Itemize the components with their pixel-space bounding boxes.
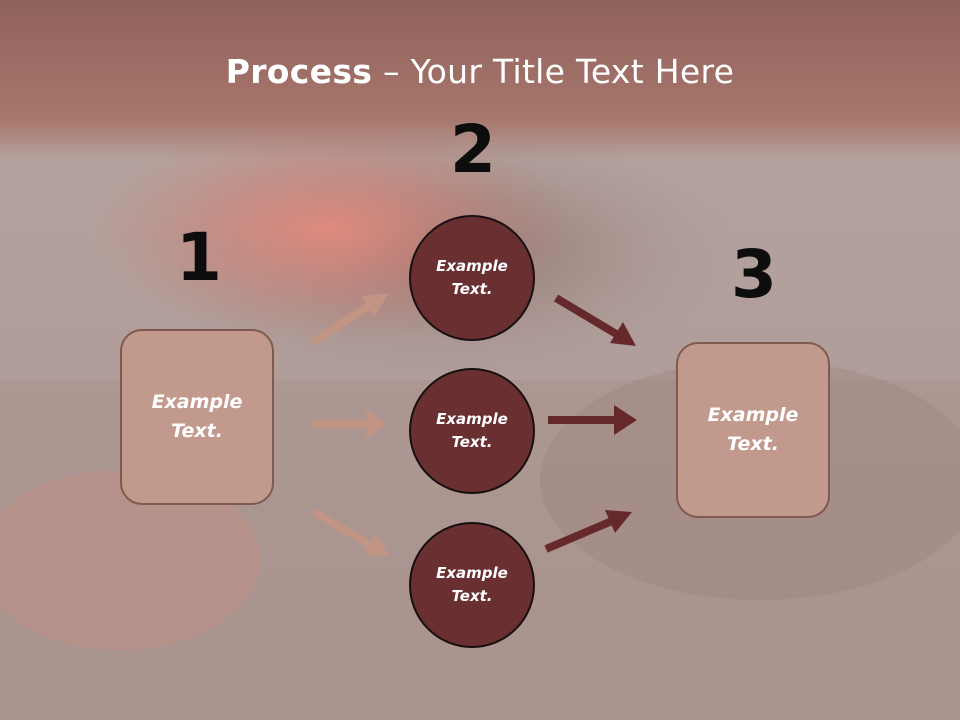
- step-3-box: Example Text.: [676, 342, 830, 518]
- middle-circle-bottom-text: Example Text.: [436, 564, 508, 605]
- step-number-3: 3: [731, 236, 777, 313]
- middle-circle-bottom: Example Text.: [409, 522, 535, 648]
- step-number-1: 1: [176, 219, 222, 296]
- middle-circle-center: Example Text.: [409, 368, 535, 494]
- title-bold: Process: [225, 52, 373, 91]
- step-3-text: Example Text.: [707, 404, 799, 455]
- middle-circle-top: Example Text.: [409, 215, 535, 341]
- step-1-box: Example Text.: [120, 329, 274, 505]
- middle-circle-top-text: Example Text.: [436, 257, 508, 298]
- slide-title: Process – Your Title Text Here: [0, 52, 960, 91]
- title-rest: – Your Title Text Here: [372, 52, 735, 91]
- step-1-text: Example Text.: [151, 391, 243, 442]
- middle-circle-center-text: Example Text.: [436, 410, 508, 451]
- step-number-2: 2: [450, 111, 496, 188]
